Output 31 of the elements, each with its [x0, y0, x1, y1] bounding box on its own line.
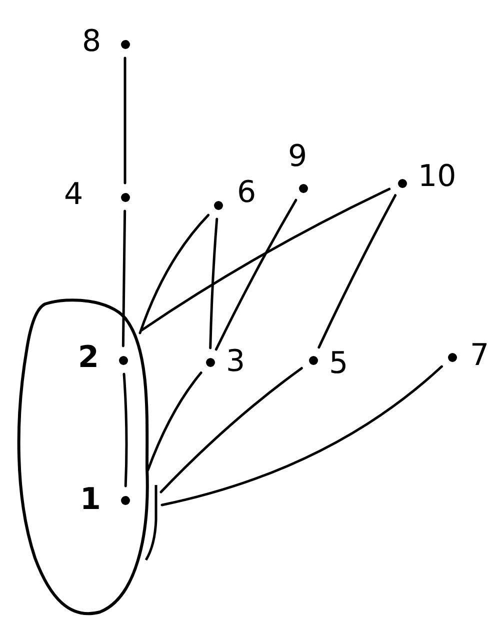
- graph-edge: [318, 194, 397, 349]
- vertex-number: 1: [80, 485, 101, 515]
- graph-edge: [122, 210, 126, 348]
- vertex-dot: [118, 356, 128, 364]
- vertex-dot: [120, 192, 130, 202]
- vertex-number: 10: [418, 162, 456, 192]
- vertex-dot: [448, 352, 456, 362]
- graph-edge: [209, 218, 218, 350]
- vertex-number: 4: [64, 180, 84, 210]
- vertex-dot: [398, 178, 406, 188]
- vertex-number: 5: [329, 349, 348, 379]
- vertex-dot: [308, 356, 318, 364]
- graph-edge: [124, 56, 126, 184]
- vertex-dot: [298, 184, 308, 192]
- graph-edge: [214, 198, 298, 351]
- vertex-number: 2: [78, 343, 99, 373]
- vertex-number: 6: [237, 178, 256, 208]
- graph-edge: [138, 214, 210, 334]
- graph-edge: [122, 372, 128, 488]
- vertex-dot: [214, 200, 222, 210]
- graph-edge: [160, 365, 443, 506]
- vertex-dot: [120, 496, 130, 504]
- vertex-dot: [206, 358, 214, 366]
- vertex-number: 7: [470, 341, 490, 371]
- graph-edge: [160, 366, 303, 494]
- graph-edge: [140, 188, 391, 332]
- vertex-dot: [120, 40, 130, 48]
- vertex-number: 8: [82, 27, 102, 57]
- vertex-number: 9: [288, 142, 308, 172]
- vertex-number: 3: [226, 347, 246, 377]
- graph-edge: [146, 372, 202, 472]
